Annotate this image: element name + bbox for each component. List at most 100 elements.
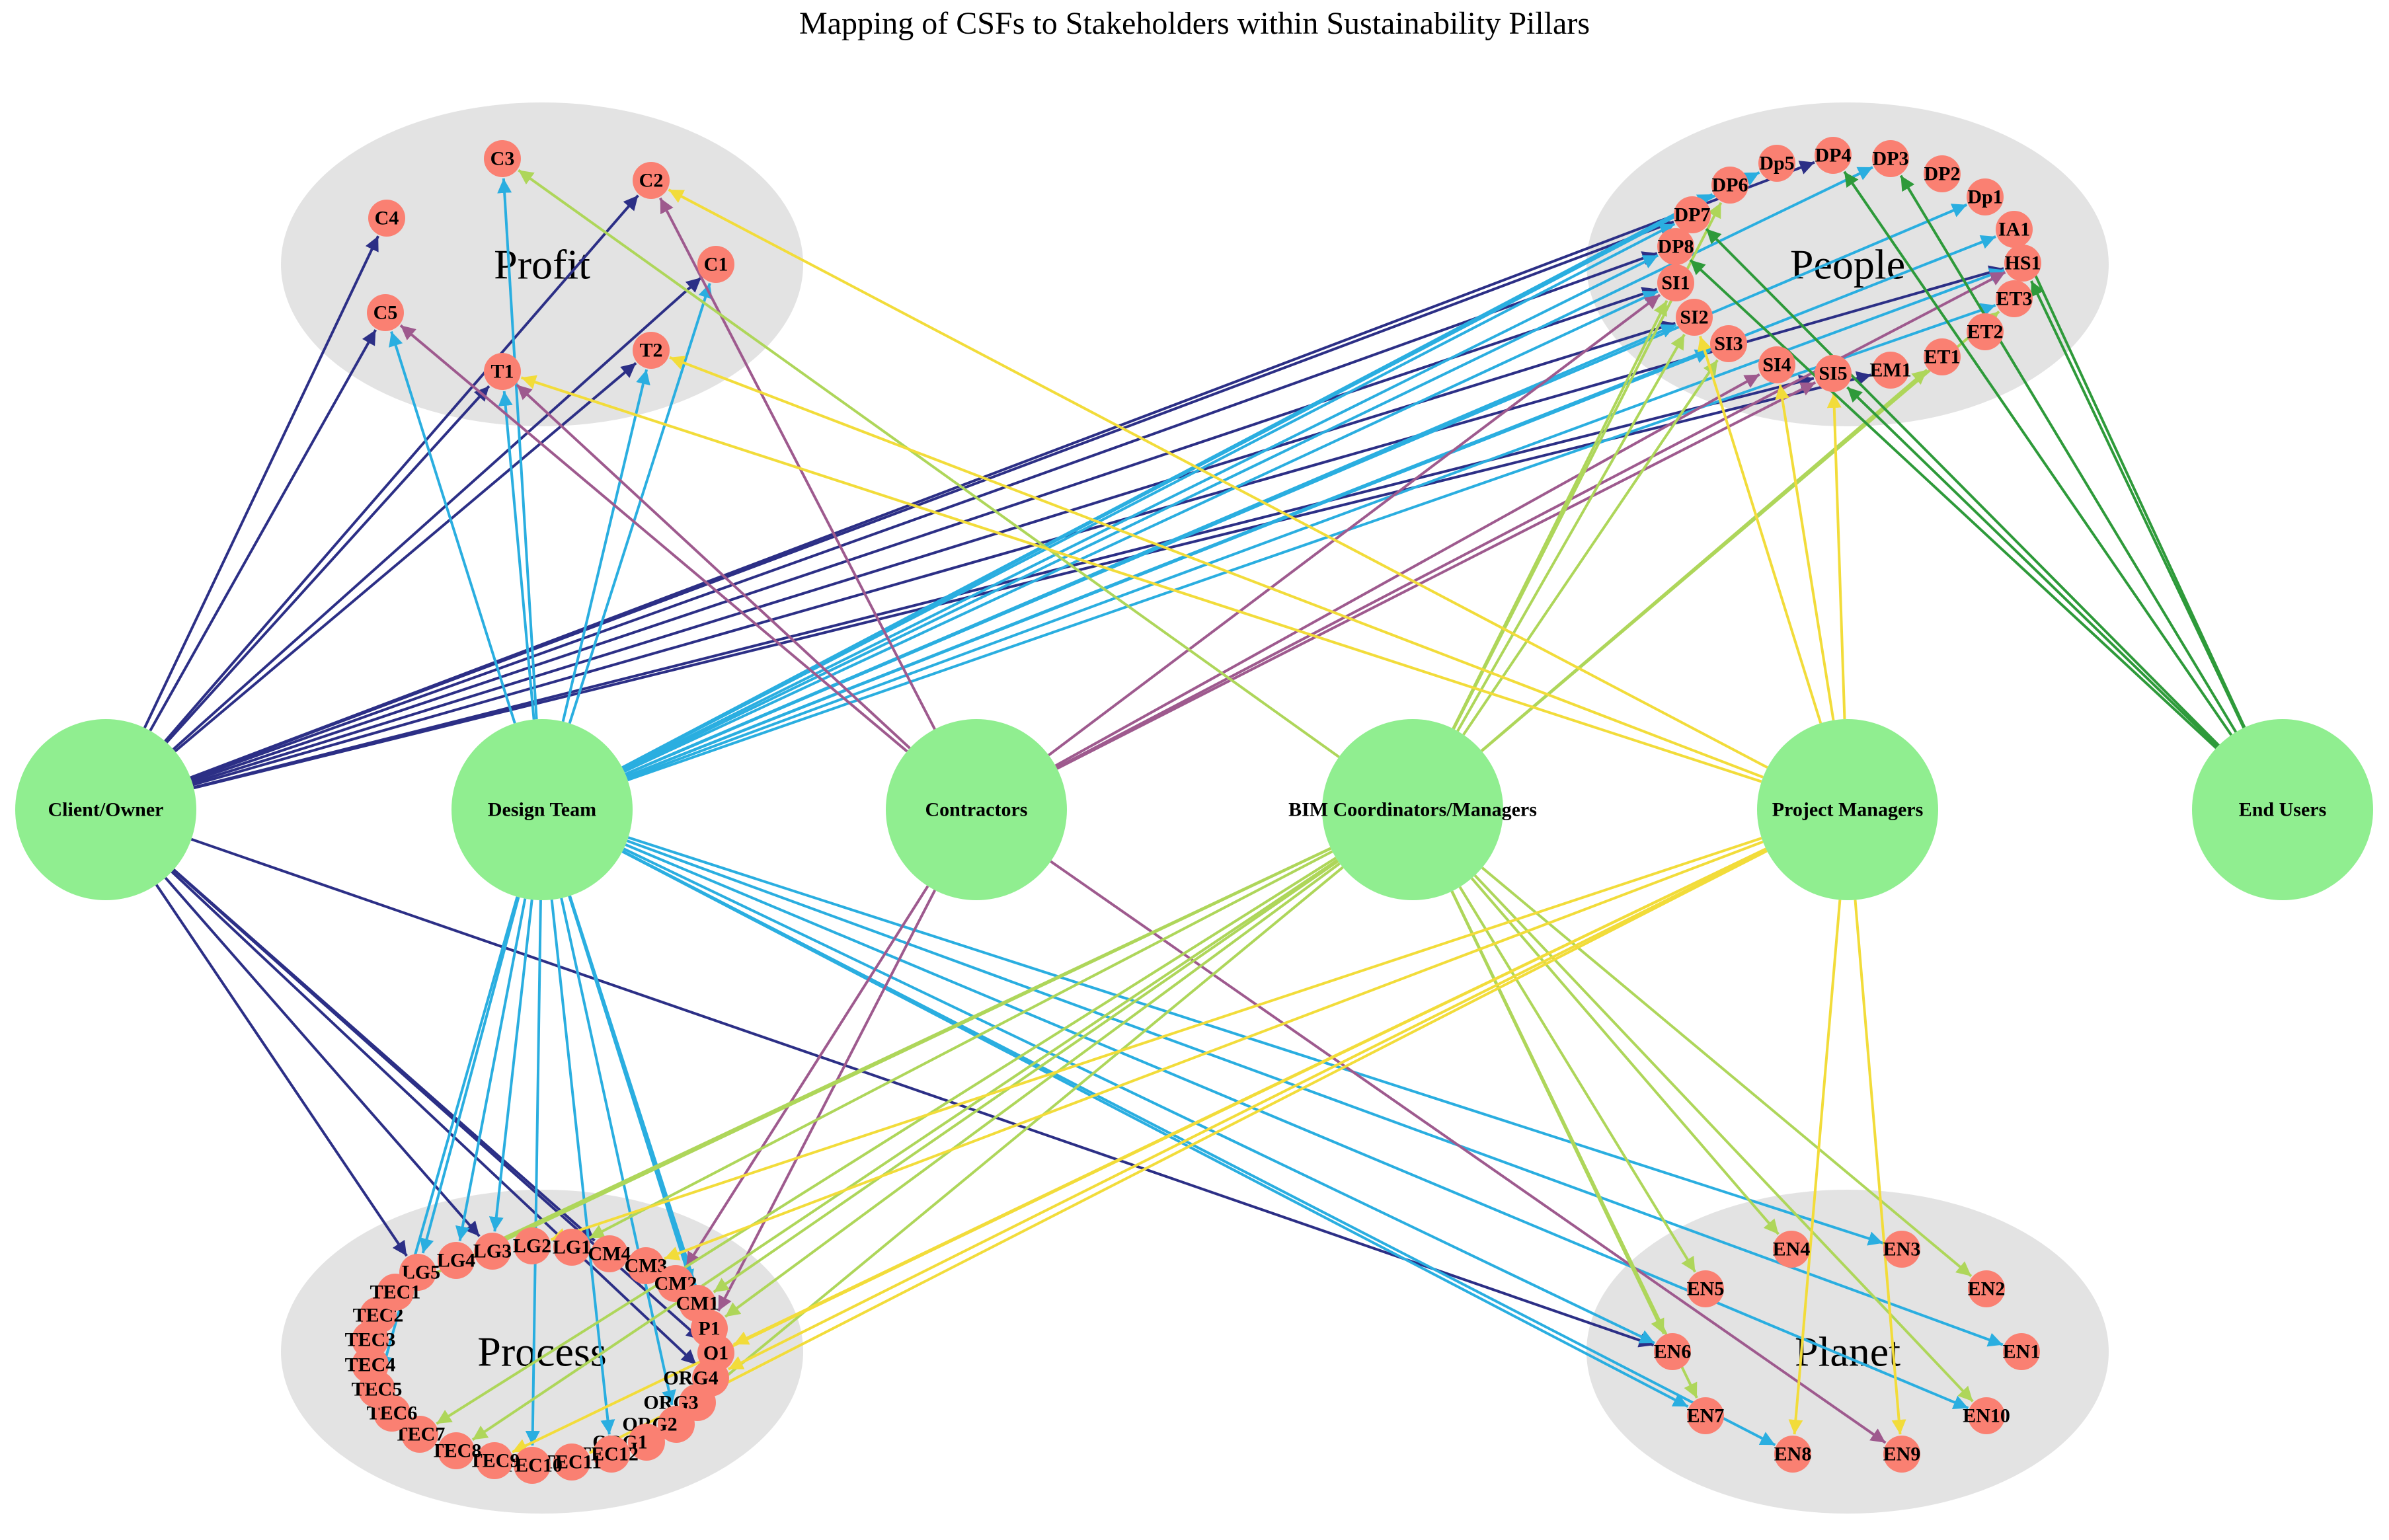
csf-circle [2003,1333,2040,1370]
stakeholder-node-end-users[interactable]: End Users [2192,719,2373,900]
csf-node-c4[interactable]: C4 [368,200,405,237]
csf-label: SI4 [1762,354,1791,376]
csf-circle [1872,140,1909,177]
csf-circle [593,1436,630,1473]
csf-label: LG2 [513,1235,551,1257]
csf-label: EN5 [1687,1278,1725,1300]
csf-label: IA1 [1998,219,2030,241]
csf-node-c2[interactable]: C2 [633,162,670,199]
csf-circle [1924,338,1961,375]
csf-node-si4[interactable]: SI4 [1758,346,1795,383]
csf-node-cm4[interactable]: CM4 [588,1235,631,1272]
edge-design-team-en10 [625,843,1969,1410]
stakeholder-node-design-team[interactable]: Design Team [451,719,633,900]
csf-label: EN8 [1774,1444,1812,1465]
csf-node-c1[interactable]: C1 [697,246,734,283]
csf-node-en10[interactable]: EN10 [1963,1397,2010,1434]
csf-node-en7[interactable]: EN7 [1687,1397,1725,1434]
csf-node-en4[interactable]: EN4 [1773,1231,1811,1268]
csf-node-lg3[interactable]: LG3 [473,1233,512,1270]
csf-node-dp7[interactable]: DP7 [1674,196,1711,233]
csf-node-dp2[interactable]: DP2 [1924,155,1961,192]
csf-circle [1687,1397,1724,1434]
stakeholder-node-client-owner[interactable]: Client/Owner [15,719,196,900]
csf-node-tec1[interactable]: TEC1 [370,1274,421,1311]
csf-node-en3[interactable]: EN3 [1883,1231,1921,1268]
csf-node-t2[interactable]: T2 [633,332,670,369]
csf-circle [628,1424,665,1461]
csf-node-si2[interactable]: SI2 [1676,299,1713,336]
csf-node-t1[interactable]: T1 [484,353,521,390]
csf-node-cm3[interactable]: CM3 [625,1247,668,1284]
csf-label: TEC9 [469,1450,520,1472]
csf-label: C1 [704,254,728,276]
csf-node-en2[interactable]: EN2 [1968,1270,2006,1307]
edge-client-owner-dp8 [190,251,1658,781]
csf-node-dp1[interactable]: Dp1 [1967,178,2004,215]
csf-label: TEC1 [370,1282,421,1303]
edge-design-team-en6 [623,847,1655,1344]
stakeholder-node-bim-coordinators-managers[interactable]: BIM Coordinators/Managers [1288,719,1537,900]
edge-project-managers-tec11 [588,849,1768,1455]
csf-node-tec9[interactable]: TEC9 [469,1442,520,1479]
csf-node-et2[interactable]: ET2 [1967,313,2004,350]
csf-label: SI1 [1661,272,1690,294]
csf-node-dp6[interactable]: DP6 [1711,167,1748,204]
csf-label: LG3 [473,1241,512,1262]
csf-node-lg4[interactable]: LG4 [437,1242,475,1279]
csf-label: SI5 [1819,363,1847,385]
csf-label: DP7 [1674,204,1711,226]
edge-bim-coordinators-managers-cm1 [713,860,1339,1293]
csf-node-lg2[interactable]: LG2 [513,1227,551,1264]
edge-design-team-lg3 [489,899,533,1232]
csf-node-tec3[interactable]: TEC3 [345,1321,396,1358]
csf-node-en5[interactable]: EN5 [1687,1270,1725,1307]
csf-circle [438,1242,475,1279]
csf-node-em1[interactable]: EM1 [1869,352,1912,389]
edge-contractors-si1 [1048,293,1661,757]
csf-circle [1815,355,1852,392]
csf-node-dp5[interactable]: Dp5 [1758,145,1795,182]
csf-node-et1[interactable]: ET1 [1924,338,1961,375]
csf-node-et3[interactable]: ET3 [1996,280,2033,317]
edge-design-team-si2 [625,323,1677,775]
csf-label: ET3 [1996,288,2032,310]
edge-design-team-dp7 [621,223,1676,769]
csf-node-si5[interactable]: SI5 [1815,355,1852,392]
csf-node-dp8[interactable]: DP8 [1657,228,1694,265]
edge-end-users-si5 [1846,386,2219,748]
pillar-label-process: Process [477,1328,607,1375]
edge-design-team-t1 [498,391,535,720]
csf-circle [401,1416,438,1453]
csf-circle [1711,167,1748,204]
stakeholder-label: BIM Coordinators/Managers [1288,799,1537,821]
edge-client-owner-si1 [191,287,1658,783]
stakeholder-node-contractors[interactable]: Contractors [886,719,1067,900]
edge-project-managers-org4 [727,849,1768,1371]
csf-node-si1[interactable]: SI1 [1657,264,1694,301]
csf-node-dp3[interactable]: DP3 [1872,140,1909,177]
csf-node-lg1[interactable]: LG1 [553,1229,591,1266]
stakeholder-node-project-managers[interactable]: Project Managers [1757,719,1938,900]
edge-project-managers-t2 [669,356,1764,779]
csf-node-en6[interactable]: EN6 [1654,1333,1692,1370]
csf-node-si3[interactable]: SI3 [1710,325,1747,362]
csf-circle [1996,211,2033,248]
csf-node-c3[interactable]: C3 [484,140,521,177]
edge-bim-coordinators-managers-en4 [1470,877,1780,1235]
csf-label: LG1 [553,1237,591,1258]
csf-label: TEC3 [345,1329,396,1351]
csf-circle [368,200,405,237]
csf-node-c5[interactable]: C5 [367,294,404,331]
csf-node-en8[interactable]: EN8 [1774,1436,1812,1473]
csf-node-en9[interactable]: EN9 [1883,1436,1921,1473]
csf-node-ia1[interactable]: IA1 [1996,211,2033,248]
pillar-label-people: People [1790,241,1905,288]
edge-design-team-tec12 [550,899,615,1435]
edge-contractors-c5 [399,324,908,753]
csf-node-en1[interactable]: EN1 [2003,1333,2041,1370]
csf-node-tec8[interactable]: TEC8 [431,1432,482,1469]
csf-node-hs1[interactable]: HS1 [2004,245,2041,282]
csf-node-dp4[interactable]: DP4 [1815,137,1852,174]
csf-node-tec11[interactable]: TEC11 [542,1444,602,1481]
